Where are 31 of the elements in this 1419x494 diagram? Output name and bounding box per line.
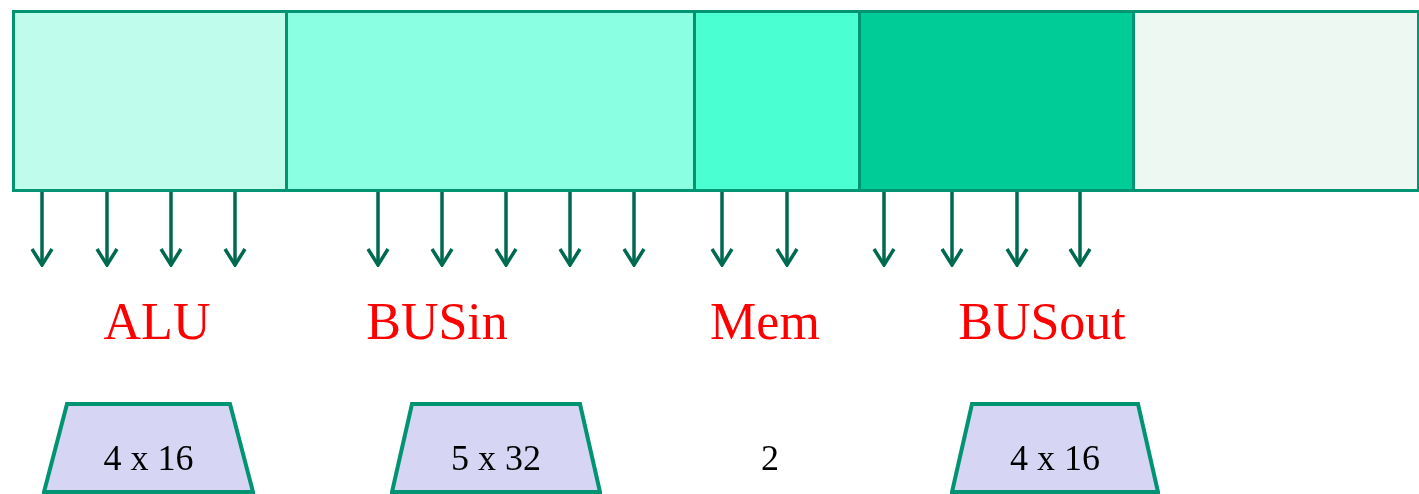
field-name: ALU bbox=[103, 296, 211, 348]
arrow bbox=[872, 192, 896, 267]
decoder-trapezoid bbox=[42, 402, 255, 494]
arrow bbox=[622, 192, 646, 267]
field-box bbox=[693, 10, 861, 192]
field-box bbox=[858, 10, 1135, 192]
field-name: Mem bbox=[710, 296, 820, 348]
arrow bbox=[710, 192, 734, 267]
arrow bbox=[430, 192, 454, 267]
arrow bbox=[940, 192, 964, 267]
arrow bbox=[558, 192, 582, 267]
field-name: BUSin bbox=[366, 296, 508, 348]
arrow bbox=[30, 192, 54, 267]
field-box bbox=[12, 10, 288, 192]
arrow bbox=[95, 192, 119, 267]
arrow bbox=[159, 192, 183, 267]
field-box bbox=[285, 10, 696, 192]
arrow bbox=[1005, 192, 1029, 267]
arrow bbox=[1068, 192, 1092, 267]
decoder-trapezoid bbox=[950, 402, 1160, 494]
field-name: BUSout bbox=[958, 296, 1126, 348]
arrow bbox=[775, 192, 799, 267]
decoder-size: 5 x 32 bbox=[450, 440, 542, 476]
field-size: 2 bbox=[761, 440, 779, 476]
arrow bbox=[494, 192, 518, 267]
decoder-trapezoid bbox=[390, 402, 602, 494]
decoder-size: 4 x 16 bbox=[1009, 440, 1101, 476]
arrow bbox=[366, 192, 390, 267]
decoder-size: 4 x 16 bbox=[102, 440, 195, 476]
field-box bbox=[1132, 10, 1419, 192]
arrow bbox=[223, 192, 247, 267]
